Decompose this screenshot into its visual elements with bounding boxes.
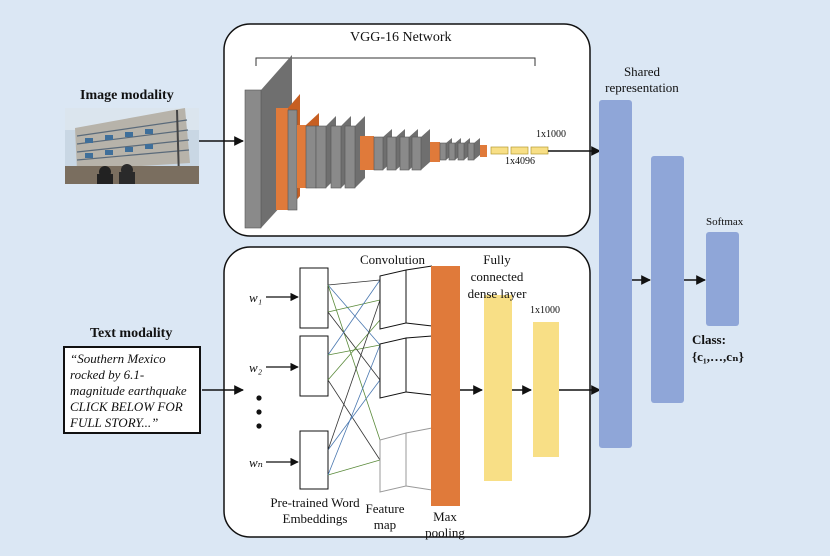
fc-layer bbox=[530, 146, 549, 155]
shared-layer-2 bbox=[651, 156, 684, 403]
conv-block-side bbox=[421, 129, 430, 170]
feature-map-stack bbox=[379, 265, 433, 493]
word-2: w₂ bbox=[249, 360, 263, 375]
ellipsis-dot bbox=[256, 423, 262, 429]
conv-block bbox=[315, 125, 327, 189]
class-label: Class: bbox=[692, 332, 726, 347]
text-sample-box: “Southern Mexico rocked by 6.1- magnitud… bbox=[63, 346, 201, 434]
conv-block bbox=[439, 142, 447, 161]
shared-layer-1 bbox=[599, 100, 632, 448]
image-modality-label: Image modality bbox=[80, 88, 174, 103]
conv-block bbox=[287, 109, 298, 211]
softmax-label: Softmax bbox=[706, 216, 744, 228]
vgg-dim-4096: 1x4096 bbox=[505, 156, 535, 167]
conv-block bbox=[411, 136, 422, 171]
softmax-layer bbox=[706, 232, 739, 326]
conv-connections bbox=[327, 279, 381, 476]
conv-block-side bbox=[474, 138, 480, 160]
pool-block bbox=[276, 108, 288, 210]
word-1: w₁ bbox=[249, 290, 263, 305]
conv-block bbox=[457, 142, 465, 161]
text-dim-1000: 1x1000 bbox=[530, 305, 560, 316]
fc-layer bbox=[490, 146, 509, 155]
pool-block bbox=[297, 125, 306, 188]
ellipsis-dot bbox=[256, 395, 262, 401]
conv-block bbox=[330, 125, 342, 189]
embedding-box bbox=[299, 267, 329, 329]
conv-block bbox=[244, 89, 262, 229]
convolution-label: Convolution bbox=[360, 252, 426, 267]
conv-block bbox=[467, 142, 475, 161]
pool-block bbox=[430, 142, 440, 162]
feature-map-label: Feature map bbox=[365, 501, 405, 532]
pool-block bbox=[480, 145, 487, 157]
max-pooling-label: Max pooling bbox=[425, 509, 465, 540]
fc-layer bbox=[510, 146, 529, 155]
conv-block bbox=[344, 125, 356, 189]
conv-block bbox=[448, 142, 456, 161]
embedding-box bbox=[299, 335, 329, 397]
vgg-conv-stack bbox=[244, 55, 549, 229]
fully-connected-label: Fully connected dense layer bbox=[467, 252, 527, 301]
word-n: wₙ bbox=[249, 455, 263, 470]
dense-layer-bar bbox=[484, 295, 512, 481]
shared-representation-label: Shared representation bbox=[605, 64, 679, 95]
vgg-title: VGG-16 Network bbox=[350, 30, 452, 45]
conv-block bbox=[373, 136, 384, 171]
vgg-dim-1000: 1x1000 bbox=[536, 129, 566, 140]
conv-block bbox=[386, 136, 397, 171]
text-modality-label: Text modality bbox=[90, 326, 173, 341]
conv-block bbox=[305, 125, 317, 189]
dense-1000-bar bbox=[533, 322, 559, 457]
word-embeddings-label: Pre-trained Word Embeddings bbox=[270, 495, 360, 526]
embedding-box bbox=[299, 430, 329, 490]
pool-block bbox=[360, 136, 374, 170]
class-set: {c₁,…,cₙ} bbox=[692, 349, 744, 364]
ellipsis-dot bbox=[256, 409, 262, 415]
earthquake-photo bbox=[65, 108, 199, 184]
max-pooling-bar bbox=[431, 266, 460, 506]
conv-block bbox=[399, 136, 410, 171]
vgg-bracket bbox=[255, 57, 536, 66]
